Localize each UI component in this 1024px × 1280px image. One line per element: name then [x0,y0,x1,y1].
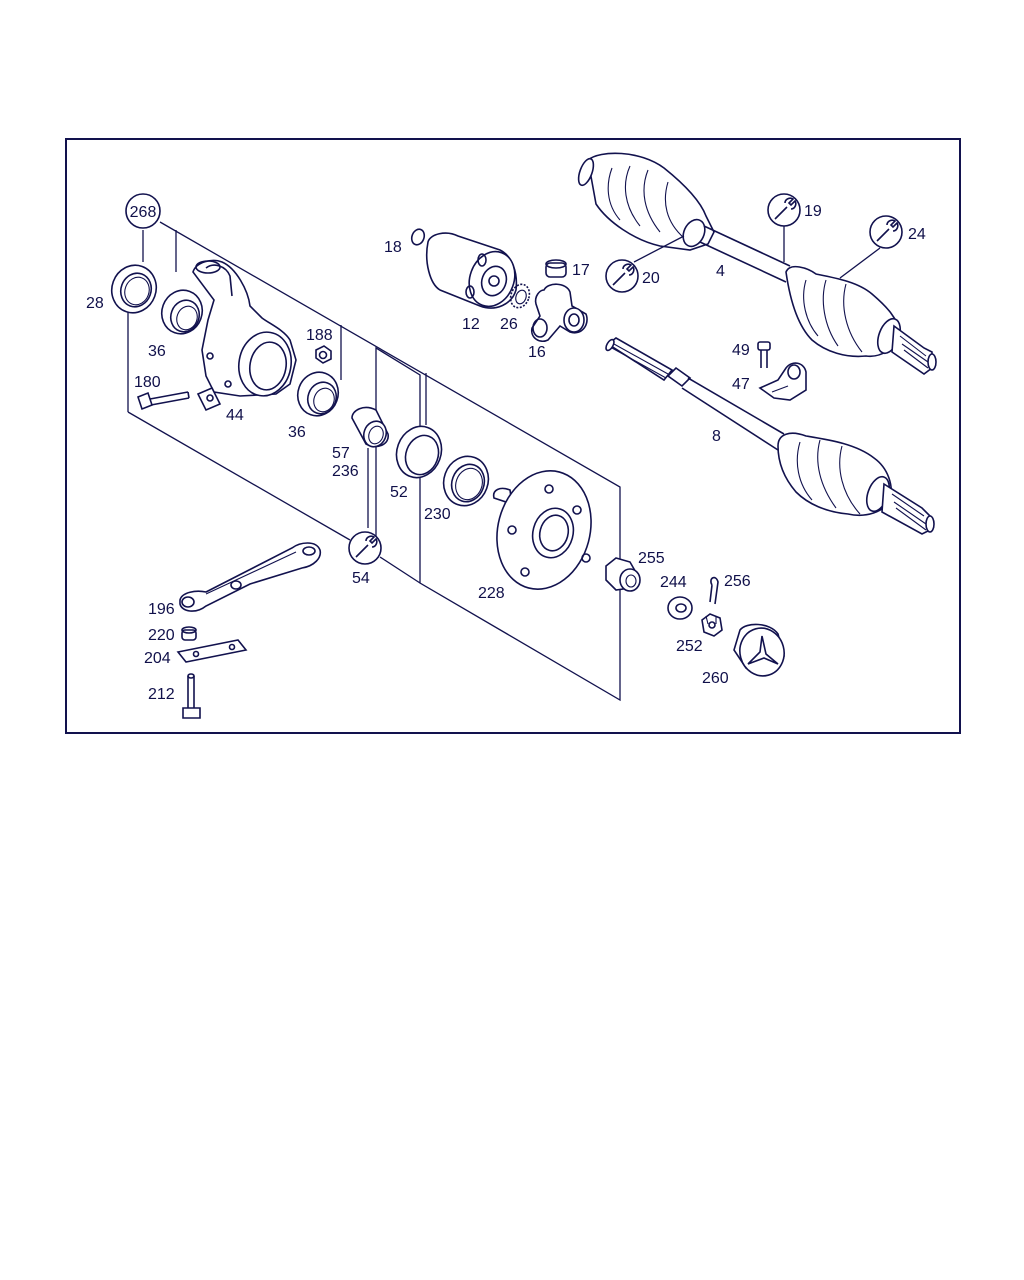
part-47-bracket[interactable] [758,362,807,401]
part-label-255: 255 [638,550,665,567]
part-252-castle-nut[interactable] [701,613,723,637]
part-label-28: 28 [86,295,104,312]
assembly-bracket-lines [127,221,621,702]
part-label-268: 268 [130,204,157,221]
part-label-19: 19 [804,203,822,220]
part-label-252: 252 [676,638,703,655]
part-57-sleeve[interactable] [351,406,390,450]
part-36a-bearing[interactable] [156,284,209,339]
part-244-washer[interactable] [667,596,693,620]
part-label-188: 188 [306,327,333,344]
part-label-228: 228 [478,585,505,602]
part-204-plate[interactable] [176,639,248,663]
part-label-36a: 36 [148,343,166,360]
part-label-196: 196 [148,601,175,618]
wrench-icon [355,535,378,558]
part-label-57: 57 [332,445,350,462]
part-label-26: 26 [500,316,518,333]
wrench-icon [612,263,635,286]
part-12-joint-housing[interactable] [425,232,523,313]
part-212-bolt[interactable] [182,673,201,719]
part-16-tripod[interactable] [530,283,588,343]
part-label-17: 17 [572,262,590,279]
part-188-nut[interactable] [315,345,332,364]
part-label-204: 204 [144,650,171,667]
wrench-icon [876,219,899,242]
part-180-bolt[interactable] [137,391,190,411]
part-badge-54[interactable] [348,531,382,565]
part-label-24: 24 [908,226,926,243]
part-label-260: 260 [702,670,729,687]
part-36b-bearing[interactable] [292,366,345,421]
part-label-12: 12 [462,316,480,333]
part-label-180: 180 [134,374,161,391]
part-label-44: 44 [226,407,244,424]
part-230-seal[interactable] [437,450,495,512]
part-260-hub-cap[interactable] [733,623,789,681]
part-label-54: 54 [352,570,370,587]
part-badge-24[interactable] [869,215,903,249]
part-label-52: 52 [390,484,408,501]
part-196-lever-arm[interactable] [179,542,322,612]
part-4-drive-shaft-upper[interactable] [576,152,937,375]
part-badge-20[interactable] [605,259,639,293]
part-label-236: 236 [332,463,359,480]
part-label-220: 220 [148,627,175,644]
part-label-20: 20 [642,270,660,287]
part-44-steering-knuckle[interactable] [192,259,297,412]
part-256-cotter-pin[interactable] [709,576,719,605]
part-18-circlip[interactable] [410,227,427,246]
part-17-roller[interactable] [545,259,567,278]
part-255-nut[interactable] [605,557,641,592]
part-49-bolt[interactable] [757,341,771,368]
part-28-seal[interactable] [105,259,163,319]
part-8-drive-shaft-lower[interactable] [604,337,935,535]
part-label-8: 8 [712,428,721,445]
part-badge-268[interactable]: 268 [125,193,161,229]
part-228-wheel-hub[interactable] [484,460,604,600]
part-label-244: 244 [660,574,687,591]
part-52-ring[interactable] [389,420,448,484]
part-label-256: 256 [724,573,751,590]
part-label-49: 49 [732,342,750,359]
part-label-16: 16 [528,344,546,361]
part-26-toothed-washer[interactable] [507,282,532,311]
part-label-36b: 36 [288,424,306,441]
part-label-4: 4 [716,263,725,280]
part-label-18: 18 [384,239,402,256]
part-label-212: 212 [148,686,175,703]
part-220-bushing[interactable] [181,626,197,641]
diagram-frame [65,138,961,734]
part-label-230: 230 [424,506,451,523]
wrench-icon [774,197,797,220]
part-badge-19[interactable] [767,193,801,227]
part-label-47: 47 [732,376,750,393]
